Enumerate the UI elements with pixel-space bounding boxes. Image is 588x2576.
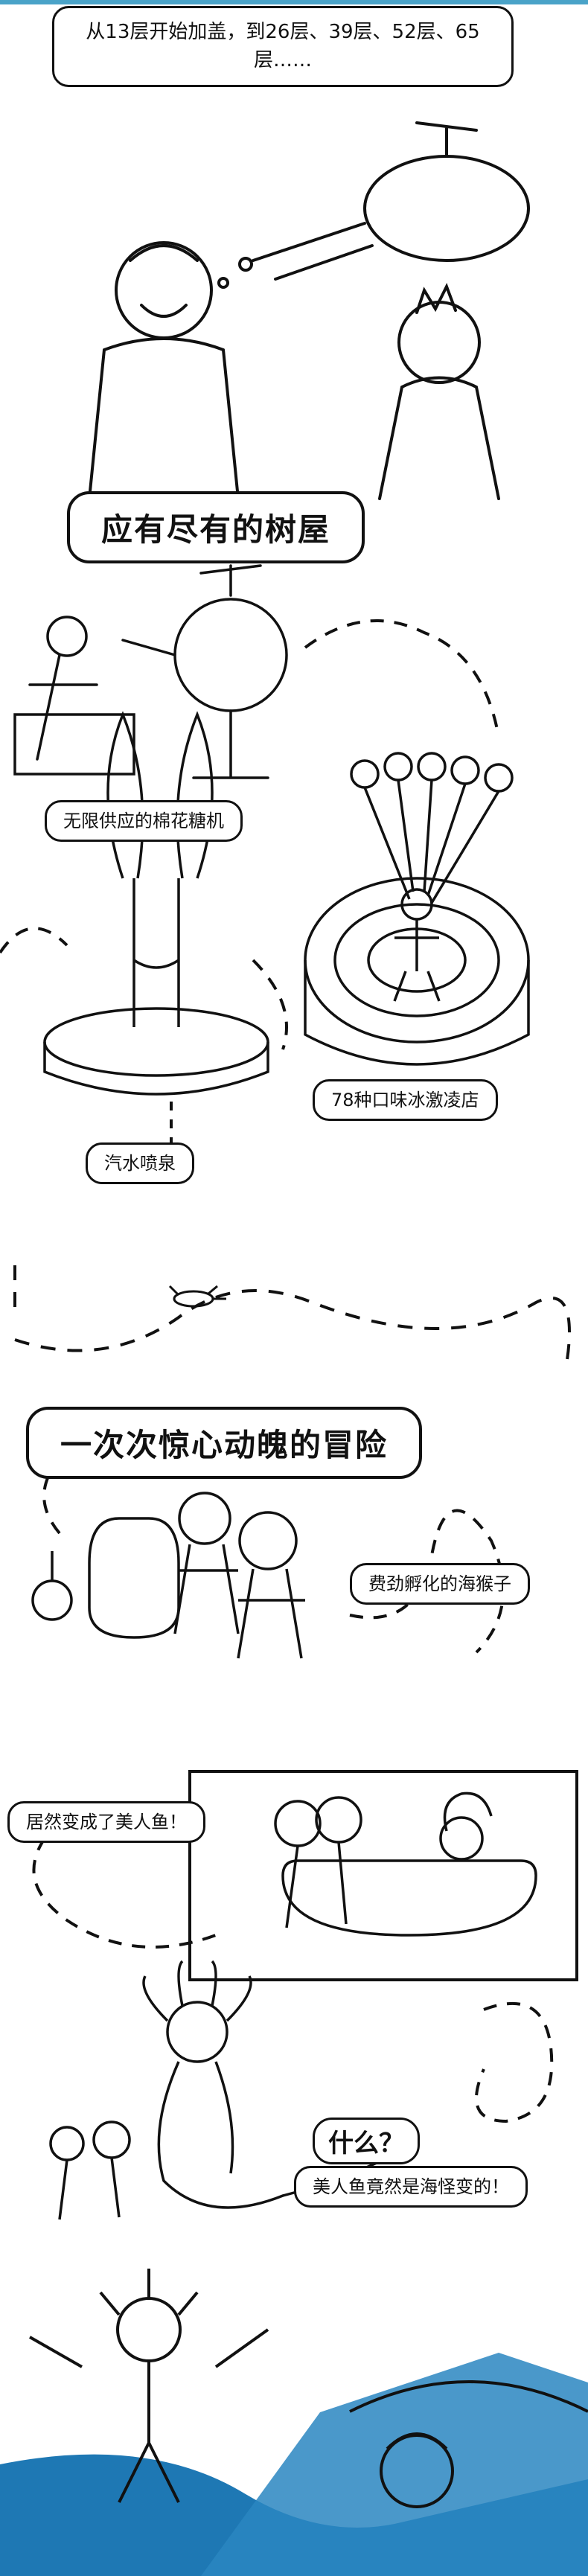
dashed-trail-4	[13, 1265, 571, 1370]
soda-fountain-caption: 汽水喷泉	[86, 1142, 194, 1184]
kids-flying-robot-illustration	[88, 121, 530, 500]
adventure-heading: 一次次惊心动魄的冒险	[26, 1407, 423, 1479]
mermaid-bathtub-illustration	[274, 1792, 537, 1937]
intro-caption: 从13层开始加盖，到26层、39层、52层、65层……	[52, 6, 514, 88]
ice-cream-shop-caption: 78种口味冰激凌店	[313, 1079, 498, 1121]
dashed-trail-7	[475, 2001, 554, 2123]
what-exclamation: 什么？	[313, 2118, 420, 2164]
sea-monkeys-illustration	[31, 1492, 305, 1659]
top-accent-bar	[0, 0, 588, 4]
mermaid-caption: 居然变成了美人鱼！	[7, 1801, 205, 1843]
sea-monkeys-caption: 费劲孵化的海猴子	[350, 1563, 530, 1605]
dashed-trail	[304, 619, 500, 738]
dashed-trail-2	[0, 927, 288, 1050]
soda-fountain-illustration	[43, 711, 269, 1096]
sea-monster-caption: 美人鱼竟然是海怪变的！	[294, 2166, 528, 2208]
cotton-candy-caption: 无限供应的棉花糖机	[45, 800, 243, 842]
ice-cream-shop-illustration	[304, 752, 530, 1066]
dashed-trail-6	[32, 1837, 217, 1949]
bathtub-panel-frame	[188, 1770, 578, 1981]
slide-splash-illustration	[0, 2269, 588, 2576]
small-bird-illustration	[168, 1285, 226, 1308]
cotton-candy-machine-illustration	[13, 564, 288, 779]
treehouse-heading: 应有尽有的树屋	[67, 491, 365, 563]
